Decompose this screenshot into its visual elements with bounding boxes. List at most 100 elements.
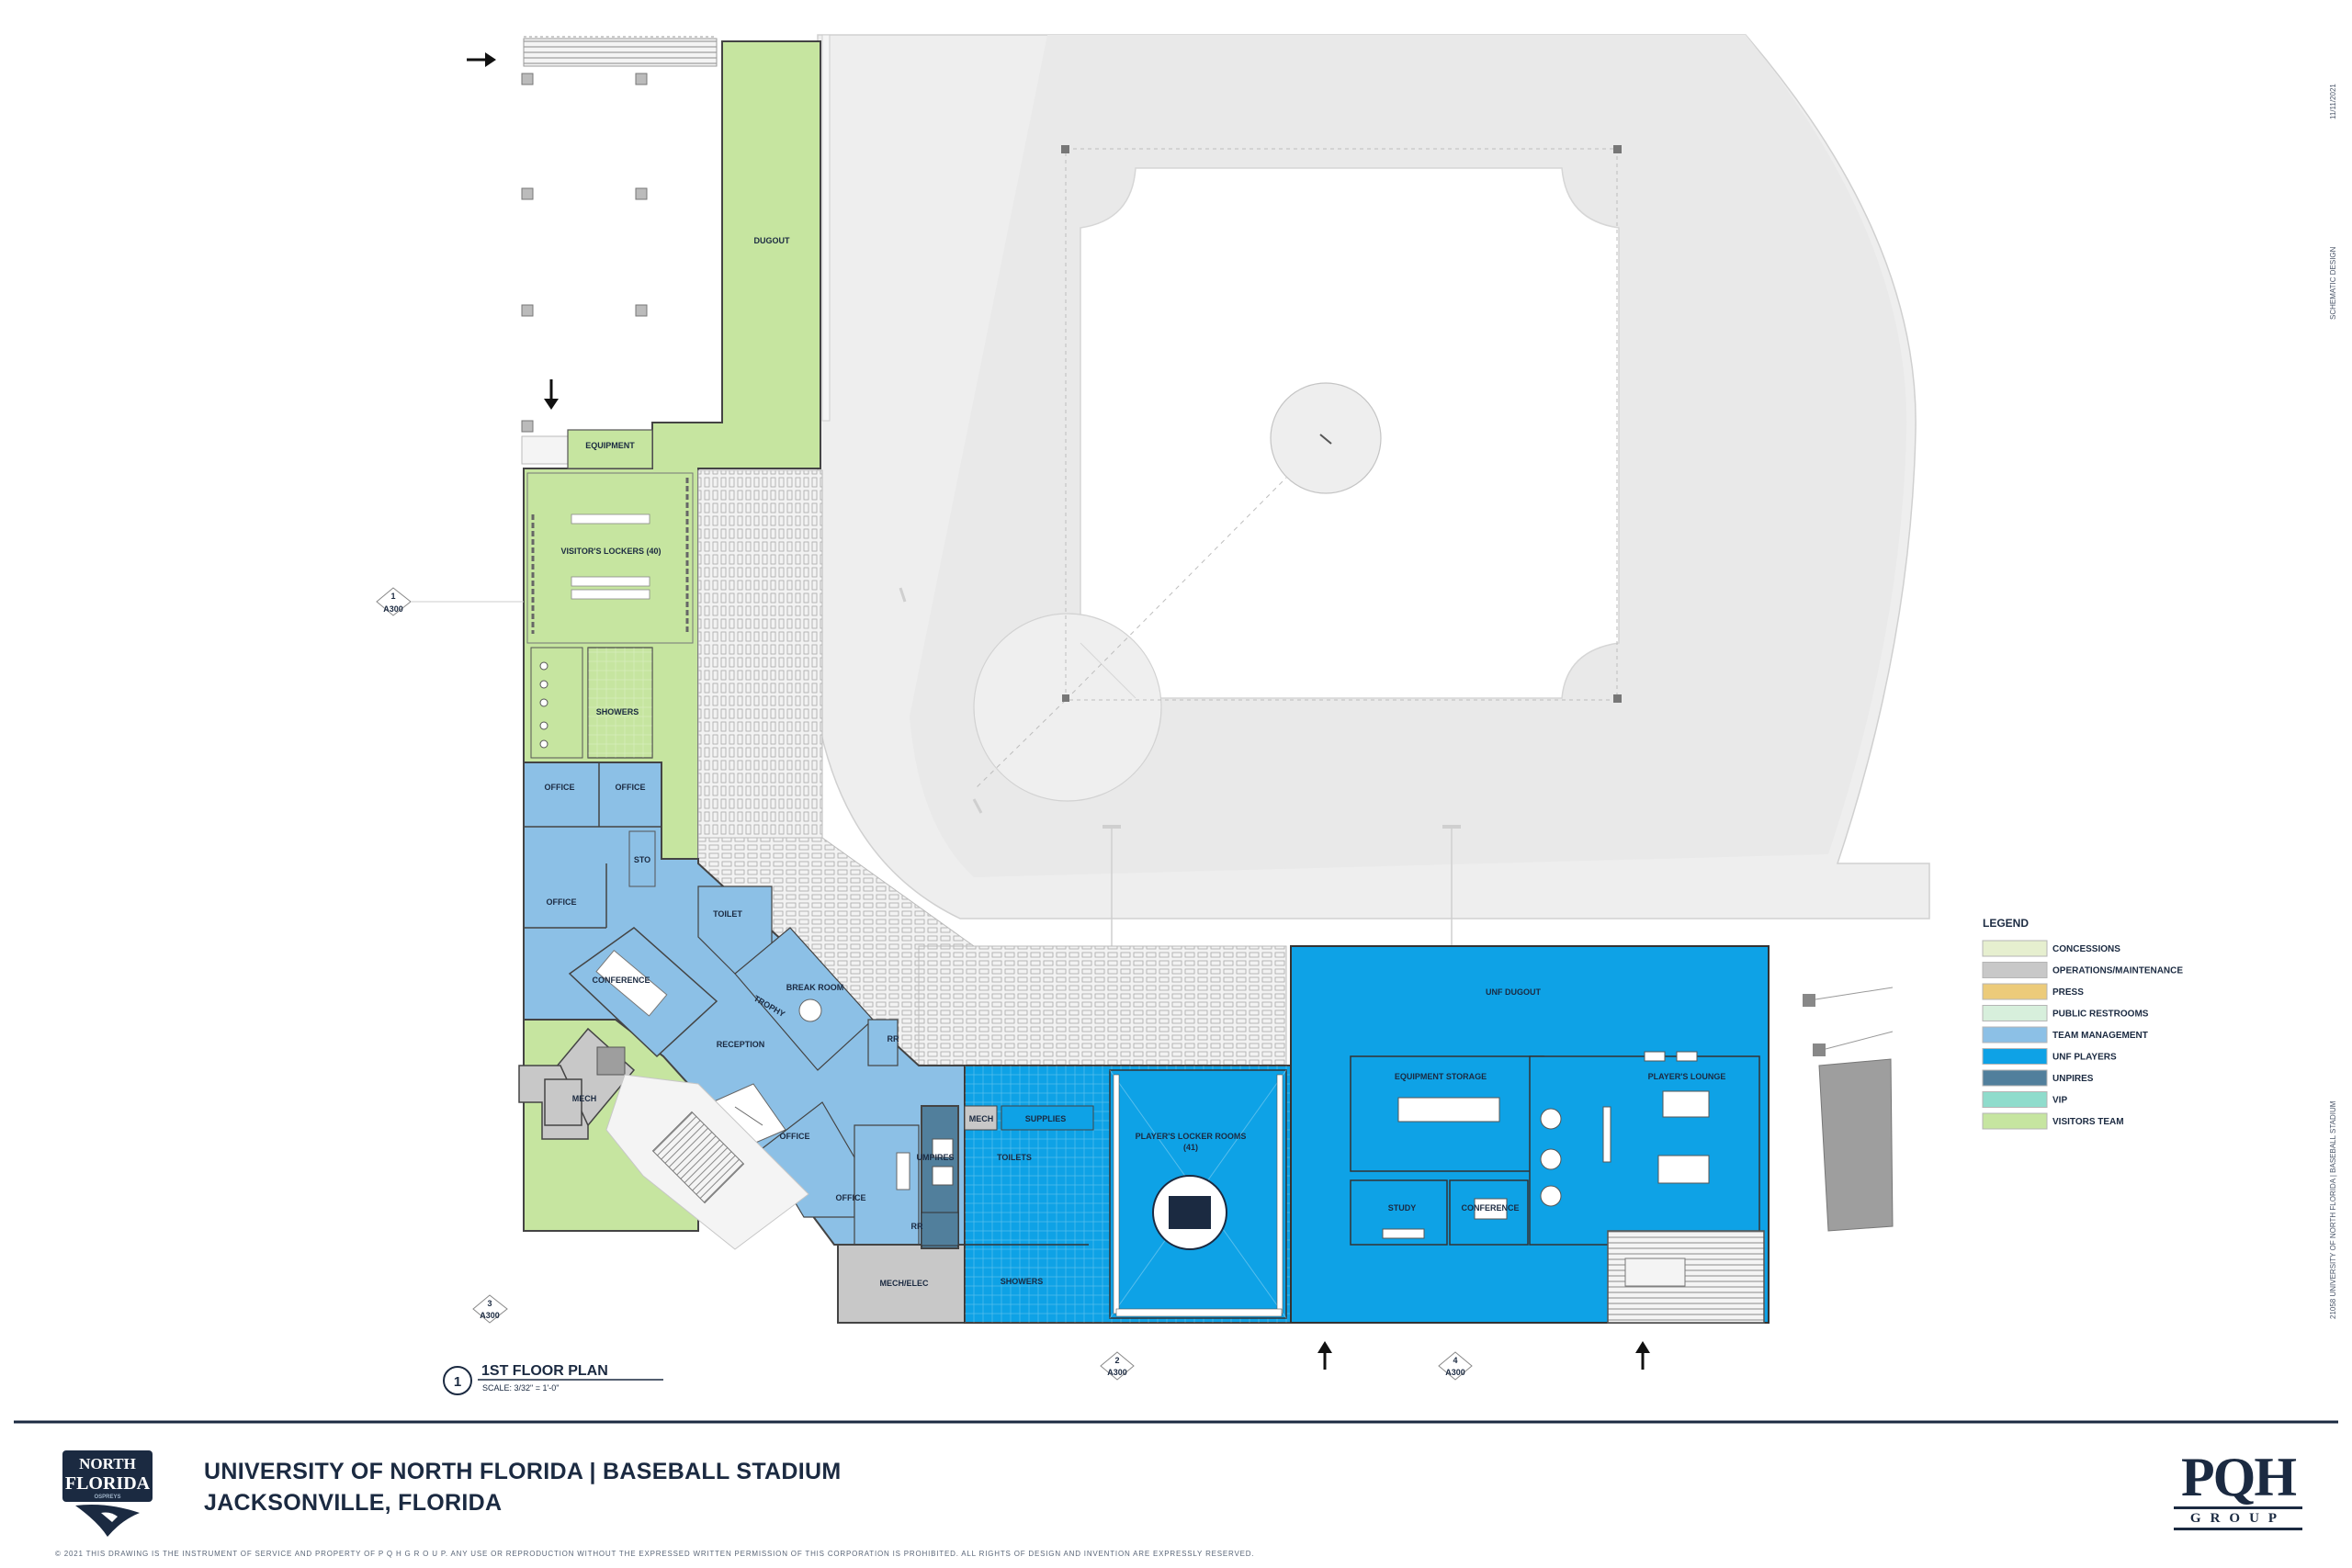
svg-text:1: 1 [454, 1374, 461, 1390]
room-label-conference: CONFERENCE [592, 976, 650, 985]
svg-text:1: 1 [390, 592, 395, 601]
room-label-mech: MECH [572, 1094, 597, 1103]
section-marker-1: 1 A300 [376, 587, 524, 616]
legend-label: VIP [2052, 1096, 2067, 1106]
project-school-title: UNIVERSITY OF NORTH FLORIDA | BASEBALL S… [204, 1459, 842, 1484]
legend-item: VIP [1982, 1091, 2067, 1108]
legend-swatch [1982, 983, 2048, 1000]
room-label-players-locker-count: (41) [1183, 1143, 1198, 1152]
room-label-office-1: OFFICE [545, 783, 575, 792]
svg-text:A300: A300 [480, 1311, 500, 1320]
room-label-supplies: SUPPLIES [1025, 1114, 1067, 1123]
room-label-sto: STO [634, 855, 650, 864]
plan-title-text: 1ST FLOOR PLAN [481, 1363, 608, 1379]
section-marker-3: 3 A300 [472, 1294, 508, 1324]
room-label-visitors-lockers: VISITOR'S LOCKERS (40) [561, 547, 662, 556]
legend-title: LEGEND [1983, 917, 2029, 930]
legend-label: TEAM MANAGEMENT [2052, 1031, 2148, 1041]
svg-text:A300: A300 [1107, 1368, 1127, 1377]
section-marker-4: 4 A300 [1438, 1351, 1473, 1381]
legend-label: OPERATIONS/MAINTENANCE [2052, 966, 2183, 976]
unf-logo: NORTH FLORIDA OSPREYS [57, 1449, 158, 1540]
svg-text:2: 2 [1114, 1356, 1119, 1365]
home-plate-circle [973, 613, 1162, 802]
legend-item: OPERATIONS/MAINTENANCE [1982, 962, 2183, 978]
room-label-rr: RR [888, 1034, 899, 1043]
legend-swatch [1982, 1112, 2048, 1130]
room-label-players-locker-rooms: PLAYER'S LOCKER ROOMS [1136, 1132, 1247, 1141]
svg-text:A300: A300 [1445, 1368, 1465, 1377]
entry-arrow-bottom-1 [1317, 1341, 1332, 1370]
section-marker-2: 2 A300 [1100, 1351, 1135, 1381]
svg-text:3: 3 [487, 1299, 492, 1308]
room-label-equipment: EQUIPMENT [585, 441, 635, 450]
svg-text:FLORIDA: FLORIDA [65, 1473, 151, 1494]
room-label-office-3: OFFICE [547, 897, 577, 907]
legend-label: UNPIRES [2052, 1074, 2094, 1084]
room-label-toilet: TOILET [713, 909, 742, 919]
legend-label: PUBLIC RESTROOMS [2052, 1010, 2149, 1020]
legend-item: VISITORS TEAM [1982, 1112, 2124, 1130]
entry-arrow-top [467, 52, 496, 67]
legend-swatch [1982, 962, 2048, 978]
room-label-umpires: UMPIRES [916, 1153, 954, 1162]
legend-item: PUBLIC RESTROOMS [1982, 1005, 2149, 1021]
room-label-mech-small: MECH [969, 1114, 994, 1123]
room-label-study: STUDY [1388, 1203, 1417, 1213]
legend-item: PRESS [1982, 983, 2084, 1000]
room-label-equipment-storage: EQUIPMENT STORAGE [1395, 1072, 1487, 1081]
legend-swatch [1982, 1091, 2048, 1108]
pqh-group-logo: PQH GROUP [2174, 1450, 2302, 1530]
room-label-break-room: BREAK ROOM [786, 983, 844, 992]
copyright-notice: © 2021 THIS DRAWING IS THE INSTRUMENT OF… [55, 1550, 1255, 1558]
entry-arrow-down [544, 379, 559, 410]
legend-swatch [1982, 1005, 2048, 1021]
plan-title: 1 1ST FLOOR PLAN SCALE: 3/32" = 1'-0" [443, 1363, 663, 1395]
legend-swatch [1982, 1026, 2048, 1043]
room-label-office-5: OFFICE [836, 1193, 866, 1202]
drawing-phase: SCHEMATIC DESIGN [2329, 246, 2337, 320]
drawing-date: 11/11/2021 [2329, 84, 2337, 119]
legend-label: VISITORS TEAM [2052, 1117, 2124, 1127]
legend-swatch [1982, 1048, 2048, 1065]
room-label-office-4: OFFICE [780, 1132, 810, 1141]
legend-label: UNF PLAYERS [2052, 1053, 2117, 1063]
room-label-office-2: OFFICE [616, 783, 646, 792]
pqh-logo-main: PQH [2181, 1447, 2297, 1507]
legend-label: PRESS [2052, 987, 2084, 998]
room-label-rr-2: RR [911, 1222, 923, 1231]
pqh-logo-sub: GROUP [2174, 1506, 2302, 1530]
room-label-players-lounge: PLAYER'S LOUNGE [1648, 1072, 1726, 1081]
room-label-unf-dugout: UNF DUGOUT [1486, 987, 1541, 997]
legend-item: UNPIRES [1982, 1069, 2094, 1087]
plan-scale: SCALE: 3/32" = 1'-0" [482, 1383, 559, 1393]
room-label-showers: SHOWERS [596, 707, 639, 716]
legend: LEGEND CONCESSIONS OPERATIONS/MAINTENANCE… [1982, 917, 2183, 1130]
ballfield [817, 34, 1930, 964]
umpires-zone [921, 1105, 959, 1249]
drawing-project-id: 21058 UNIVERSITY OF NORTH FLORIDA | BASE… [2329, 1100, 2337, 1319]
svg-text:4: 4 [1453, 1356, 1457, 1365]
legend-item: UNF PLAYERS [1982, 1048, 2117, 1065]
legend-item: TEAM MANAGEMENT [1982, 1026, 2148, 1043]
room-label-dugout: DUGOUT [754, 236, 790, 245]
mech-stair-area [518, 1027, 967, 1324]
room-label-mech-elec: MECH/ELEC [879, 1279, 929, 1288]
legend-label: CONCESSIONS [2052, 944, 2120, 954]
room-label-toilets: TOILETS [997, 1153, 1032, 1162]
room-label-conference-2: CONFERENCE [1461, 1203, 1519, 1213]
legend-item: CONCESSIONS [1982, 940, 2120, 957]
upper-entry-area [521, 36, 718, 465]
project-city: JACKSONVILLE, FLORIDA [204, 1490, 503, 1516]
legend-swatch [1982, 940, 2048, 957]
room-label-showers-players: SHOWERS [1001, 1277, 1044, 1286]
entry-arrow-bottom-2 [1635, 1341, 1650, 1370]
room-label-reception: RECEPTION [717, 1040, 765, 1049]
svg-text:OSPREYS: OSPREYS [94, 1495, 120, 1500]
svg-text:A300: A300 [383, 604, 403, 614]
legend-swatch [1982, 1069, 2048, 1087]
svg-text:NORTH: NORTH [79, 1455, 136, 1472]
unf-players-zone [964, 945, 1770, 1324]
exterior-elements [1803, 987, 1894, 1232]
